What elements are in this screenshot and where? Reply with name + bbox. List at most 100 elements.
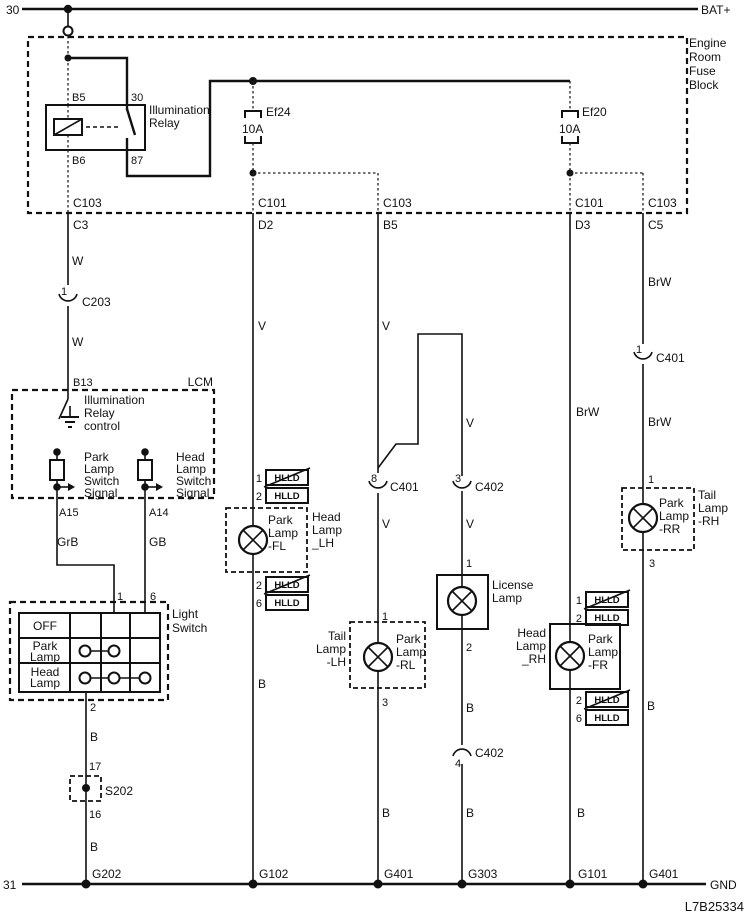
ground-point: G401 (649, 867, 679, 881)
hlld-tag: HLLD (274, 598, 299, 609)
hlld-boxes-lh-top (263, 467, 311, 504)
fuse-ef20 (561, 81, 644, 213)
switch-row-park: Park (33, 639, 59, 653)
connector-label: C103 (73, 196, 102, 210)
wire-color-w: W (72, 254, 84, 268)
hlld-pin: 1 (256, 473, 262, 485)
head-lamp-signal-symbol (137, 448, 163, 498)
fuse-ef24 (244, 81, 379, 213)
connector-pin: B5 (383, 218, 398, 232)
lcm-control-label: control (84, 419, 120, 433)
fuse-ef20-name: Ef20 (582, 105, 607, 119)
connector-label: C103 (648, 196, 677, 210)
bus-30-label: 30 (6, 3, 20, 17)
fuse-block-label: Fuse (689, 64, 716, 78)
bus-31-label: 31 (3, 878, 17, 892)
park-lamp-fl-label: -FL (268, 539, 286, 553)
head-signal-label: Lamp (176, 462, 206, 476)
battery-bus (22, 4, 698, 14)
park-signal-label: Lamp (84, 462, 114, 476)
splice-pin-17: 17 (89, 761, 101, 773)
c401-rh-label: C401 (656, 351, 685, 365)
wire-color-b: B (466, 806, 474, 820)
head-lamp-rh-label: Head (517, 626, 546, 640)
hlld-tag: HLLD (594, 695, 619, 706)
wire-color-v: V (382, 517, 390, 531)
tail-lh-pin-top: 1 (382, 611, 388, 623)
switch-row-head: Head (31, 665, 60, 679)
park-lamp-rl-label: -RL (396, 658, 416, 672)
head-signal-label: Head (176, 450, 205, 464)
park-lamp-rr-label: Lamp (659, 509, 689, 523)
hlld-pin: 2 (256, 580, 262, 592)
hlld-boxes-lh-bottom (263, 574, 311, 611)
hlld-boxes-rh-top (583, 589, 631, 626)
c401-lh-pin: 8 (371, 473, 377, 485)
connector-pin: C5 (648, 218, 664, 232)
hlld-tag: HLLD (274, 491, 299, 502)
wire-a15-to-switch (56, 498, 115, 613)
head-lamp-lh-label: Head (312, 510, 341, 524)
hlld-tag: HLLD (594, 713, 619, 724)
connector-label: C103 (383, 196, 412, 210)
park-lamp-fl-label: Lamp (268, 526, 298, 540)
wire-c5-to-rr (633, 213, 653, 884)
park-lamp-fl-label: Park (268, 513, 294, 527)
hlld-pin: 2 (576, 613, 582, 625)
wire-color-b: B (466, 701, 474, 715)
wire-color-b: B (577, 806, 585, 820)
gnd-label: GND (710, 878, 737, 892)
ground-point: G303 (468, 867, 498, 881)
fuse-ef24-rating: 10A (242, 122, 263, 136)
wire-branch-to-license (377, 333, 463, 476)
ground-point: G401 (384, 867, 414, 881)
fuse-ef24-name: Ef24 (266, 105, 291, 119)
bat-plus-label: BAT+ (701, 3, 730, 17)
lcm-module (10, 388, 216, 500)
tail-lh-pin-bottom: 3 (382, 697, 388, 709)
c203-label: C203 (82, 295, 111, 309)
wire-c402-to-license (452, 480, 472, 884)
hlld-tag: HLLD (594, 595, 619, 606)
lcm-pin-b13: B13 (73, 377, 93, 389)
lcm-title: LCM (188, 375, 213, 389)
relay-pin-87: 87 (131, 155, 143, 167)
switch-row-off: OFF (33, 619, 57, 633)
illumination-relay (45, 56, 146, 213)
park-lamp-rl-label: Park (396, 632, 422, 646)
park-lamp-rr-label: Park (659, 496, 685, 510)
wire-c3-to-lcm (58, 213, 78, 399)
head-lamp-lh-label: _LH (311, 536, 334, 550)
wire-switch-to-ground (69, 692, 102, 884)
c402-bottom-label: C402 (475, 746, 504, 760)
splice-s202-label: S202 (105, 784, 133, 798)
wire-color-b: B (258, 677, 266, 691)
tail-lamp-rh-label: Lamp (698, 501, 728, 515)
c401-lh-label: C401 (390, 480, 419, 494)
wire-color-gb: GB (149, 535, 166, 549)
head-lamp-lh-box (225, 507, 308, 573)
park-signal-label: Signal (84, 486, 117, 500)
switch-pin-6: 6 (150, 591, 156, 603)
license-pin-top: 1 (466, 558, 472, 570)
light-switch (8, 600, 170, 702)
wire-color-v: V (466, 517, 474, 531)
switch-pin-2: 2 (90, 702, 96, 714)
c402-top-label: C402 (475, 480, 504, 494)
hlld-tag: HLLD (274, 473, 299, 484)
connector-pin: D2 (258, 218, 274, 232)
tail-lamp-lh-label: Lamp (316, 642, 346, 656)
hlld-pin: 6 (576, 713, 582, 725)
head-lamp-rh-label: _RH (521, 652, 546, 666)
hlld-pin: 2 (576, 695, 582, 707)
head-lamp-rh-label: Lamp (516, 639, 546, 653)
lcm-pin-a14: A14 (149, 507, 169, 519)
lcm-control-label: Illumination (84, 393, 145, 407)
relay-pin-b5: B5 (72, 92, 85, 104)
lcm-control-label: Relay (84, 406, 115, 420)
light-switch-title: Switch (172, 621, 207, 635)
bus-to-block-connector (62, 9, 74, 105)
c401-rh-pin: 1 (636, 344, 642, 356)
